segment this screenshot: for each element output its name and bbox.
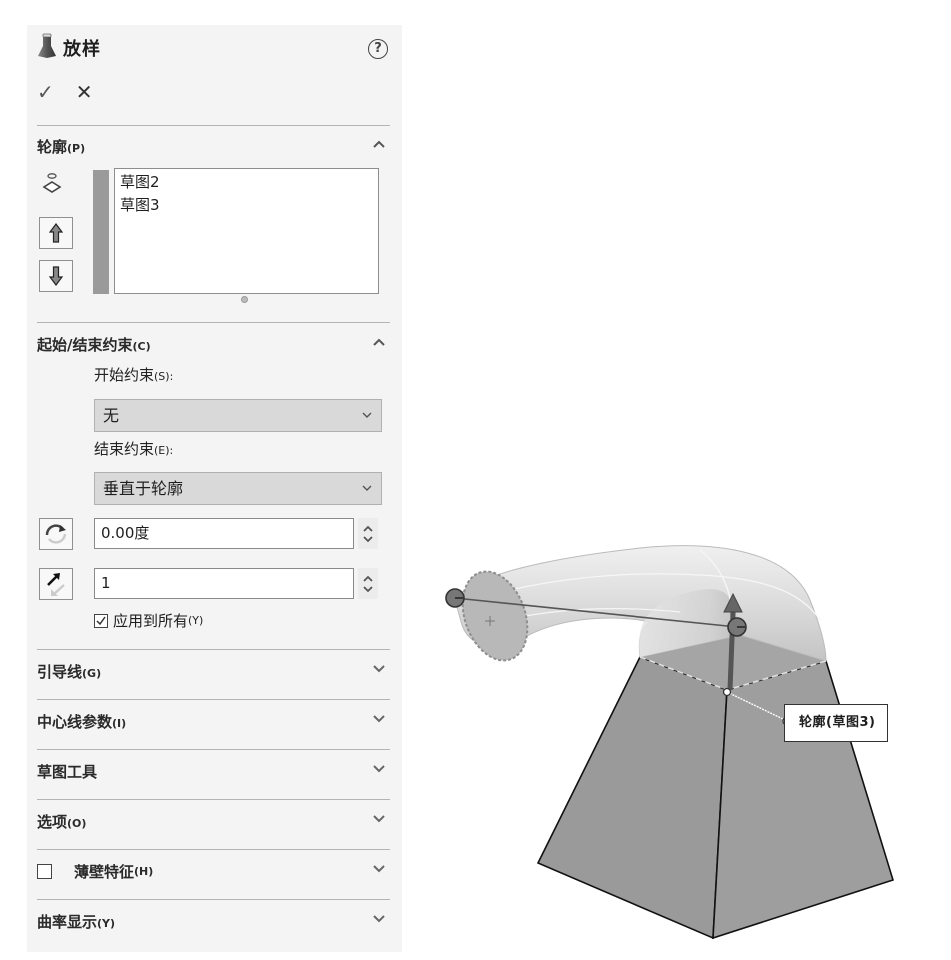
- connector-handle[interactable]: [727, 617, 747, 637]
- list-item[interactable]: 草图3: [120, 196, 160, 214]
- section-hotkey: (C): [132, 340, 151, 353]
- select-value: 无: [103, 406, 120, 425]
- graphics-viewport[interactable]: [410, 0, 951, 960]
- section-header-guide-curves[interactable]: 引导线(G): [37, 661, 101, 682]
- section-title: 中心线参数: [37, 713, 113, 731]
- callout-label: 轮廓(草图3): [799, 715, 876, 730]
- angle-spinner[interactable]: [358, 518, 378, 549]
- expand-chevron-down-icon[interactable]: [372, 914, 386, 928]
- connector-handle[interactable]: [445, 588, 465, 608]
- panel-title: 放样: [63, 39, 101, 60]
- divider: [37, 749, 390, 750]
- expand-chevron-down-icon[interactable]: [372, 714, 386, 728]
- section-title: 曲率显示: [37, 913, 98, 931]
- start-constraint-select[interactable]: 无: [94, 399, 382, 432]
- move-down-button[interactable]: [39, 260, 73, 292]
- start-constraint-label: 开始约束(S):: [94, 364, 173, 385]
- tangent-length-spinner[interactable]: [358, 568, 378, 599]
- divider: [37, 849, 390, 850]
- profile-point-icon: [722, 687, 732, 697]
- section-title-constraints: 起始/结束约束: [37, 336, 133, 354]
- input-value: 1: [101, 574, 111, 592]
- end-constraint-select[interactable]: 垂直于轮廓: [94, 472, 382, 505]
- spinner-up-down-icon: [363, 525, 373, 542]
- section-header-profile[interactable]: 轮廓(P): [37, 136, 85, 157]
- connector-line: [454, 597, 738, 628]
- label-hotkey: (S):: [154, 370, 174, 383]
- select-value: 垂直于轮廓: [103, 479, 184, 498]
- section-header-thin-feature[interactable]: 薄壁特征(H): [37, 861, 153, 882]
- arrow-up-icon: [49, 223, 63, 243]
- checkbox-hotkey: (Y): [188, 614, 204, 627]
- property-manager-panel: 放样 ? ✓ ✕ 轮廓(P) 草图2 草图3 起始/结束约束(C) 开始约束(S…: [27, 25, 402, 952]
- chevron-down-icon: [361, 400, 373, 443]
- expand-chevron-down-icon[interactable]: [372, 764, 386, 778]
- list-item[interactable]: 草图2: [120, 173, 160, 191]
- help-button[interactable]: ?: [368, 39, 388, 59]
- arrow-down-icon: [49, 266, 63, 286]
- resize-handle[interactable]: [241, 296, 248, 303]
- spinner-up-down-icon: [363, 575, 373, 592]
- tangent-length-icon-button: [39, 568, 73, 600]
- action-bar: ✓ ✕: [37, 80, 93, 104]
- chevron-down-icon: [361, 473, 373, 516]
- frustum-solid[interactable]: [536, 635, 894, 940]
- move-up-button[interactable]: [39, 217, 73, 249]
- divider: [37, 322, 390, 323]
- section-header-constraints[interactable]: 起始/结束约束(C): [37, 334, 151, 355]
- section-title: 草图工具: [37, 763, 98, 781]
- callout-leader-line: [726, 691, 788, 722]
- tangent-arrow-icon: [47, 573, 65, 596]
- collapse-chevron-up-icon[interactable]: [372, 337, 386, 351]
- expand-chevron-down-icon[interactable]: [372, 864, 386, 878]
- divider: [37, 649, 390, 650]
- section-title-profile: 轮廓: [37, 138, 68, 156]
- profile-selection-icon: [41, 172, 63, 200]
- section-header-options[interactable]: 选项(O): [37, 811, 86, 832]
- x-icon: ✕: [75, 80, 93, 104]
- section-hotkey: (G): [82, 667, 102, 680]
- cancel-button[interactable]: ✕: [76, 80, 93, 104]
- draft-angle-icon-button: [39, 518, 73, 550]
- section-hotkey: (H): [134, 865, 154, 878]
- label-text: 结束约束: [94, 440, 155, 458]
- expand-chevron-down-icon[interactable]: [372, 664, 386, 678]
- loft-feature-icon: [37, 33, 57, 63]
- section-title: 薄壁特征: [74, 863, 135, 881]
- list-color-bar: [93, 170, 109, 294]
- profile-listbox[interactable]: 草图2 草图3: [114, 168, 379, 294]
- divider: [37, 125, 390, 126]
- section-header-centerline[interactable]: 中心线参数(I): [37, 711, 126, 732]
- ok-button[interactable]: ✓: [37, 80, 54, 104]
- apply-to-all-checkbox[interactable]: 应用到所有(Y): [94, 610, 203, 631]
- expand-chevron-down-icon[interactable]: [372, 814, 386, 828]
- end-constraint-label: 结束约束(E):: [94, 438, 173, 459]
- section-header-curvature[interactable]: 曲率显示(Y): [37, 911, 115, 932]
- section-hotkey: (Y): [97, 917, 116, 930]
- section-hotkey: (O): [67, 817, 87, 830]
- divider: [37, 799, 390, 800]
- tangent-length-input[interactable]: 1: [94, 568, 354, 599]
- question-circle-icon: ?: [374, 41, 382, 56]
- checkbox-label: 应用到所有: [113, 612, 189, 630]
- rotate-icon: [45, 524, 67, 544]
- section-title: 选项: [37, 813, 68, 831]
- section-hotkey: (P): [67, 142, 86, 155]
- label-text: 开始约束: [94, 366, 155, 384]
- divider: [37, 899, 390, 900]
- divider: [37, 699, 390, 700]
- section-header-sketch-tools[interactable]: 草图工具: [37, 761, 97, 782]
- checkmark-icon: ✓: [37, 80, 54, 104]
- panel-header: 放样: [37, 33, 101, 63]
- label-hotkey: (E):: [154, 444, 174, 457]
- section-title: 引导线: [37, 663, 83, 681]
- checkbox-checked-icon: [94, 613, 108, 628]
- input-value: 0.00度: [101, 524, 150, 542]
- thin-feature-checkbox[interactable]: [37, 864, 52, 879]
- collapse-chevron-up-icon[interactable]: [372, 139, 386, 153]
- section-hotkey: (I): [112, 717, 127, 730]
- profile-callout[interactable]: 轮廓(草图3): [784, 704, 888, 742]
- draft-angle-input[interactable]: 0.00度: [94, 518, 354, 549]
